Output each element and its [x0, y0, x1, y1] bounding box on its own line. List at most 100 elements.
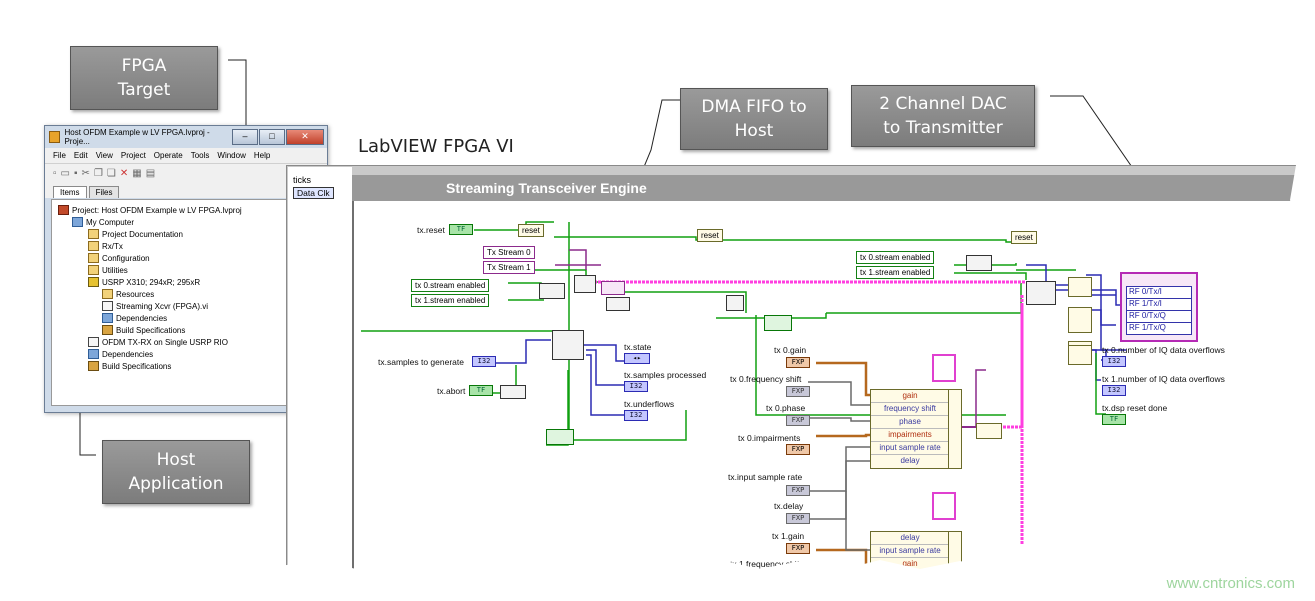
tree-item-utilities[interactable]: Utilities — [88, 264, 128, 276]
folder-icon — [88, 241, 99, 251]
build-icon[interactable]: ▦ — [132, 167, 142, 179]
bundle2-field-delay: delay — [871, 532, 949, 545]
close-button[interactable]: ✕ — [286, 129, 324, 145]
reset-input-2[interactable]: reset — [697, 229, 723, 242]
tree-item-project[interactable]: Project: Host OFDM Example w LV FPGA.lvp… — [58, 204, 242, 216]
tx-reset-label: tx.reset — [417, 225, 445, 235]
tx0-frequency-shift-terminal[interactable]: FXP — [786, 386, 810, 397]
data-clk-source[interactable]: Data Clk — [293, 187, 334, 199]
menu-tools[interactable]: Tools — [190, 151, 210, 160]
tx-state-indicator: ◂▸ — [624, 353, 650, 364]
feedback-node-2 — [546, 429, 574, 445]
tx1-gain-terminal[interactable]: FXP — [786, 543, 810, 554]
tree-item-configuration[interactable]: Configuration — [88, 252, 150, 264]
menu-file[interactable]: File — [53, 151, 66, 160]
cluster-node-4 — [1068, 345, 1092, 365]
tx-reset-terminal[interactable]: TF — [449, 224, 473, 235]
menu-operate[interactable]: Operate — [153, 151, 183, 160]
new-icon[interactable]: ▫ — [53, 167, 57, 179]
tx-abort-terminal[interactable]: TF — [469, 385, 493, 396]
tab-items[interactable]: Items — [53, 186, 87, 198]
reset-input-1[interactable]: reset — [518, 224, 544, 237]
tx-samples-processed-indicator: I32 — [624, 381, 648, 392]
tx0-settings-bundle: gain frequency shift phase impairments i… — [870, 389, 950, 469]
tree-item-usrp-target[interactable]: USRP X310; 294xR; 295xR — [88, 276, 200, 288]
tx0-gain-label: tx 0.gain — [774, 345, 807, 355]
bundle-field-phase: phase — [871, 416, 949, 429]
bundle-field-gain: gain — [871, 390, 949, 403]
tree-item-my-computer[interactable]: My Computer — [72, 216, 134, 228]
tx-stream-1-fifo-ref[interactable]: Tx Stream 1 — [483, 261, 535, 274]
menu-bar: File Edit View Project Operate Tools Win… — [45, 148, 327, 163]
delete-icon[interactable]: ✕ — [119, 167, 129, 179]
minimize-button[interactable]: – — [232, 129, 258, 145]
save-all-icon[interactable]: ▪ — [74, 167, 78, 179]
watermark: www.cntronics.com — [1166, 575, 1295, 592]
tx0-stream-enabled-input-b[interactable]: tx 0.stream enabled — [856, 251, 935, 264]
paste-icon[interactable]: ❏ — [106, 167, 116, 179]
tx-delay-terminal[interactable]: FXP — [786, 513, 810, 524]
window-titlebar[interactable]: Host OFDM Example w LV FPGA.lvproj - Pro… — [45, 126, 327, 148]
cut-icon[interactable]: ✂ — [81, 167, 90, 179]
tab-strip: Items Files — [45, 182, 327, 198]
menu-view[interactable]: View — [95, 151, 113, 160]
deploy-icon[interactable]: ▤ — [145, 167, 156, 179]
project-tree: Project: Host OFDM Example w LV FPGA.lvp… — [51, 199, 321, 406]
reset-input-3[interactable]: reset — [1011, 231, 1037, 244]
tree-item-build-specifications-fpga[interactable]: Build Specifications — [102, 324, 185, 336]
dependencies-icon — [102, 313, 113, 323]
tree-item-streaming-xcvr[interactable]: Streaming Xcvr (FPGA).vi — [102, 300, 208, 312]
timed-loop-input-node: ticks Data Clk — [293, 175, 334, 199]
timeout-node — [606, 297, 630, 311]
tx1-overflows-indicator: I32 — [1102, 385, 1126, 396]
tx1-settings-bundle: delay input sample rate gain — [870, 531, 950, 579]
menu-edit[interactable]: Edit — [73, 151, 88, 160]
menu-help[interactable]: Help — [253, 151, 271, 160]
dma-fifo-write-node — [574, 275, 596, 293]
cluster-node-2 — [1068, 307, 1092, 333]
tx1-stream-enabled-input-b[interactable]: tx 1.stream enabled — [856, 266, 935, 279]
tx0-phase-terminal[interactable]: FXP — [786, 415, 810, 426]
loop-title: Streaming Transceiver Engine — [446, 180, 647, 196]
project-explorer-window: Host OFDM Example w LV FPGA.lvproj - Pro… — [44, 125, 328, 413]
tab-files[interactable]: Files — [88, 186, 120, 198]
tx0-impairments-label: tx 0.impairments — [738, 433, 801, 443]
tx-state-machine-node — [552, 330, 584, 360]
tree-item-build-specifications[interactable]: Build Specifications — [88, 360, 171, 372]
build-icon — [88, 361, 99, 371]
tx0-gain-terminal[interactable]: FXP — [786, 357, 810, 368]
copy-icon[interactable]: ❐ — [93, 167, 103, 179]
bundle2-output-node — [948, 531, 962, 579]
menu-window[interactable]: Window — [217, 151, 246, 160]
vi-icon — [88, 337, 99, 347]
feedback-node — [764, 315, 792, 331]
build-array-node-c — [976, 423, 1002, 439]
tx-stream-0-fifo-ref[interactable]: Tx Stream 0 — [483, 246, 535, 259]
tx1-stream-enabled-input[interactable]: tx 1.stream enabled — [411, 294, 490, 307]
tx-samples-to-generate-terminal[interactable]: I32 — [472, 356, 496, 367]
tx-samples-processed-label: tx.samples processed — [624, 370, 707, 380]
tree-item-ofdm-host-vi[interactable]: OFDM TX-RX on Single USRP RIO — [88, 336, 228, 348]
tree-item-project-documentation[interactable]: Project Documentation — [88, 228, 183, 240]
tx0-impairments-terminal[interactable]: FXP — [786, 444, 810, 455]
tx-input-sample-rate-terminal[interactable]: FXP — [786, 485, 810, 496]
timed-loop-header: Streaming Transceiver Engine — [352, 175, 1296, 201]
cluster-node-1 — [1068, 277, 1092, 297]
timed-loop-frame — [352, 175, 1298, 577]
bundle-field-frequency-shift: frequency shift — [871, 403, 949, 416]
tree-item-dependencies-fpga[interactable]: Dependencies — [102, 312, 167, 324]
rf1-tx-q-output[interactable]: RF 1/Tx/Q — [1126, 322, 1192, 335]
tx0-stream-enabled-input[interactable]: tx 0.stream enabled — [411, 279, 490, 292]
tree-item-dependencies[interactable]: Dependencies — [88, 348, 153, 360]
tree-item-resources[interactable]: Resources — [102, 288, 154, 300]
vi-icon — [102, 301, 113, 311]
folder-icon — [88, 265, 99, 275]
tx-underflows-label: tx.underflows — [624, 399, 675, 409]
tx-abort-label: tx.abort — [437, 386, 466, 396]
tx0-phase-label: tx 0.phase — [766, 403, 806, 413]
open-icon[interactable]: ▭ — [60, 167, 70, 179]
maximize-button[interactable]: □ — [259, 129, 285, 145]
labview-project-icon — [49, 131, 61, 143]
tree-item-rx-tx[interactable]: Rx/Tx — [88, 240, 123, 252]
menu-project[interactable]: Project — [120, 151, 146, 160]
